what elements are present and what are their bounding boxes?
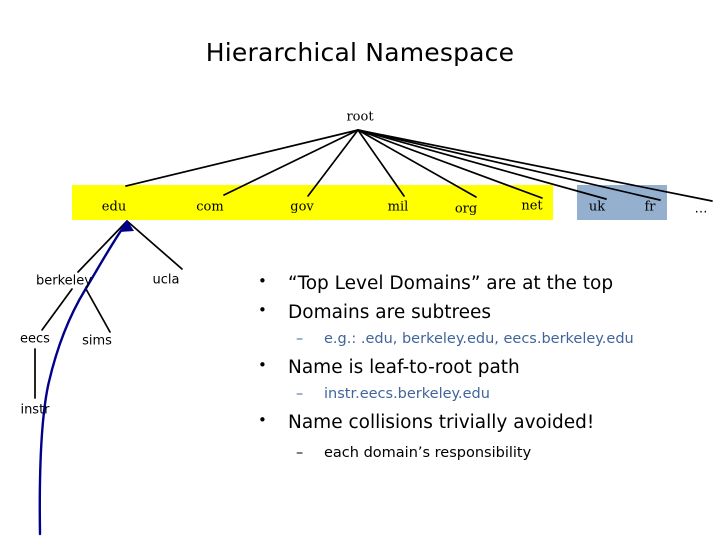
page-title: Hierarchical Namespace — [205, 38, 515, 67]
bullet-subitem: each domain’s responsibility — [248, 445, 698, 461]
node-instr: instr — [20, 402, 50, 418]
node-root: root — [346, 109, 374, 125]
node-fr: fr — [644, 199, 656, 215]
node-edu: edu — [101, 199, 127, 215]
node-eecs: eecs — [20, 331, 50, 347]
node-mil: mil — [387, 199, 409, 215]
bullet-subitem: instr.eecs.berkeley.edu — [248, 386, 698, 402]
node-sims: sims — [82, 333, 112, 349]
bullet-item: Name is leaf-to-root path — [248, 357, 698, 379]
node-uk: uk — [588, 199, 606, 215]
node-ucla: ucla — [152, 272, 180, 288]
bullet-list: “Top Level Domains” are at the top Domai… — [248, 273, 698, 471]
more-tlds-ellipsis: … — [694, 201, 708, 217]
bullet-subitem: e.g.: .edu, berkeley.edu, eecs.berkeley.… — [248, 331, 698, 347]
node-com: com — [196, 199, 224, 215]
node-gov: gov — [290, 199, 314, 215]
node-net: net — [521, 198, 543, 214]
node-org: org — [454, 201, 478, 217]
bullet-item: Name collisions trivially avoided! — [248, 412, 698, 434]
bullet-item: “Top Level Domains” are at the top — [248, 273, 698, 295]
bullet-item: Domains are subtrees — [248, 302, 698, 324]
node-berkeley: berkeley — [36, 273, 92, 289]
